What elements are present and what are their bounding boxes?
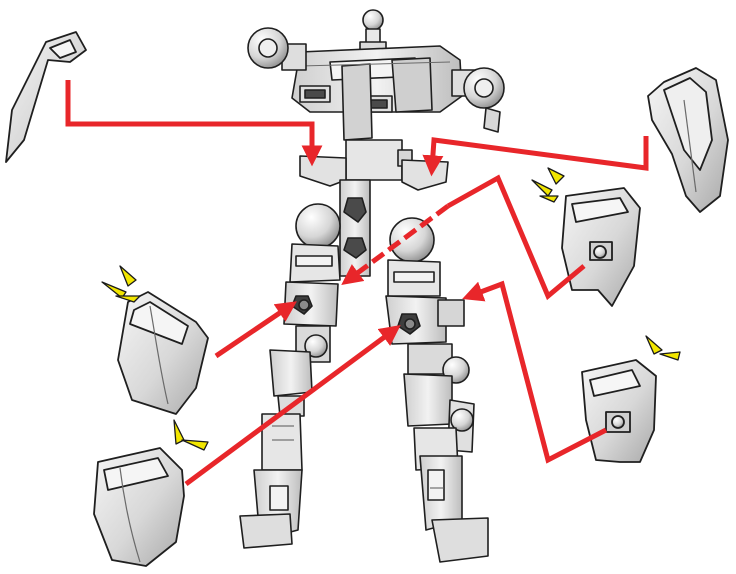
right-leg	[385, 259, 489, 563]
right-shoulder-armor	[647, 67, 729, 213]
left-hip-joint	[295, 203, 341, 249]
highlight-marks	[645, 335, 681, 361]
left-leg	[239, 243, 341, 549]
highlight-marks	[531, 167, 565, 203]
arrow-right-shoulder	[422, 136, 649, 177]
arrow-lower-left-shin	[184, 325, 401, 487]
shoulder-armor-icon	[5, 31, 87, 163]
torso	[291, 45, 463, 141]
left-shoulder-joint	[247, 27, 307, 71]
lower-left-shin-armor	[93, 447, 185, 567]
highlight-marks	[173, 419, 209, 451]
arrow-lower-right-knee	[462, 280, 608, 464]
robot-frame-icon	[239, 9, 505, 563]
arrow-hip-dashed	[341, 203, 450, 285]
upper-left-thigh-armor	[117, 291, 209, 415]
right-hip-joint	[389, 217, 435, 263]
arrow-upper-left-thigh	[214, 301, 297, 359]
right-shoulder-joint	[451, 67, 505, 133]
left-shoulder-armor	[5, 31, 87, 163]
highlight-marks	[101, 265, 141, 303]
lower-right-knee-armor	[581, 359, 657, 463]
upper-right-hip-armor	[561, 187, 641, 307]
arrow-left-shoulder	[65, 80, 323, 167]
arrow-upper-right-hip	[446, 174, 586, 301]
waist	[299, 139, 449, 277]
